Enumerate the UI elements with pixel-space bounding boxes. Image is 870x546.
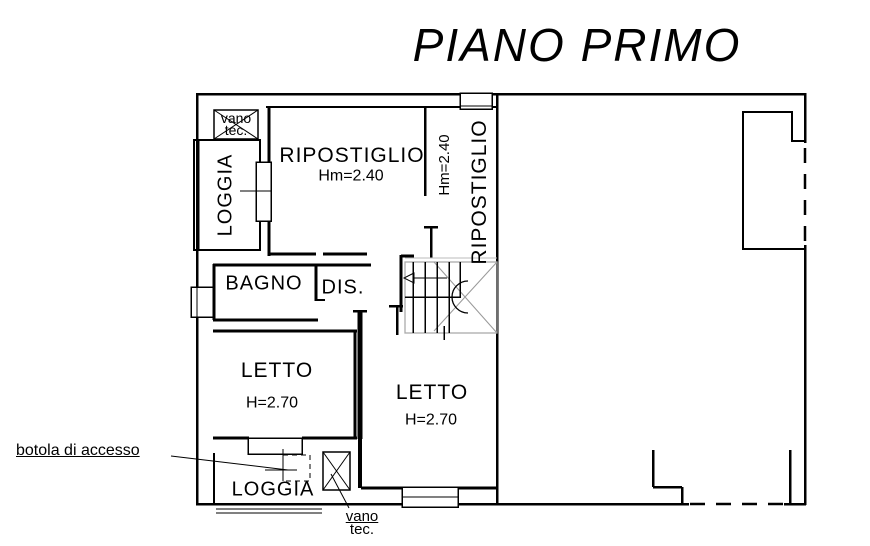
height-label-letto-right: H=2.70	[404, 411, 458, 429]
room-label-vano-tec-top: vano tec.	[220, 110, 252, 138]
bottom-right-stubs	[651, 450, 792, 505]
room-label-bagno: BAGNO	[225, 272, 303, 295]
stair-treads	[405, 262, 461, 340]
plan-title: PIANO PRIMO	[412, 18, 742, 71]
height-label-letto-left: H=2.70	[245, 394, 299, 412]
room-label-letto-left: LETTO	[240, 358, 314, 382]
bagno-walls	[212, 263, 371, 322]
room-label-ripostiglio: RIPOSTIGLIO	[279, 143, 425, 167]
room-label-letto-right: LETTO	[395, 380, 469, 404]
stairs	[402, 257, 498, 340]
vano-tec-top-line1: vano	[220, 110, 252, 126]
leader-lines	[170, 455, 350, 509]
letto-left-walls	[213, 329, 357, 440]
dashed-openings	[690, 148, 807, 506]
room-label-ripostiglio-vertical: RIPOSTIGLIO	[467, 119, 491, 265]
vano-tec-leader-line	[330, 473, 350, 509]
right-room-notch	[742, 111, 805, 250]
window-detail-lines	[196, 105, 492, 498]
window-icon-top	[459, 92, 493, 110]
room-label-loggia-bottom: LOGGIA	[231, 478, 315, 501]
room-label-dis: DIS.	[321, 276, 365, 299]
vano-tec-top-line2: tec.	[224, 122, 248, 138]
room-label-loggia-top: LOGGIA	[214, 153, 237, 237]
room-label-vano-tec-bottom: vano tec.	[345, 508, 379, 538]
height-label-ripostiglio: Hm=2.40	[318, 167, 384, 185]
vano-tec-bottom-line1: vano	[345, 508, 379, 525]
vano-tec-bottom-line2: tec.	[349, 521, 375, 538]
stair-direction-arrow-icon	[402, 272, 447, 284]
botola-leader-line	[170, 455, 289, 471]
botola-hatch	[265, 449, 311, 482]
window-icon-left	[190, 286, 214, 318]
stair-winder-arc	[451, 280, 469, 314]
annotation-botola-di-accesso: botola di accesso	[16, 442, 140, 459]
stairwell-walls	[389, 108, 438, 335]
door-step-icon	[247, 437, 303, 455]
height-label-stairwell: Hm=2.40	[436, 134, 454, 196]
